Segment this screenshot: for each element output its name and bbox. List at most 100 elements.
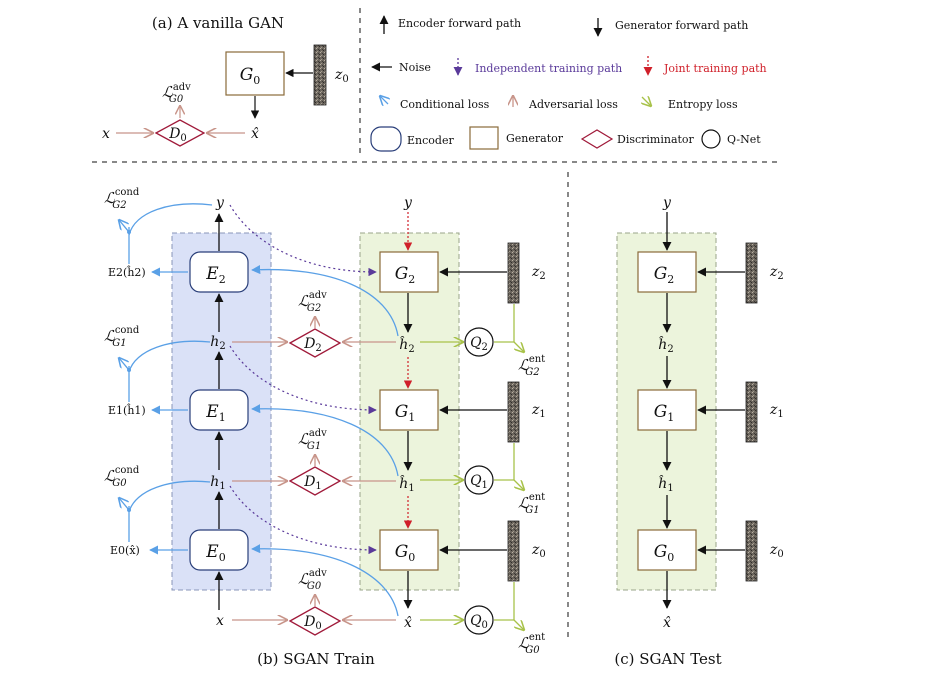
generator-g1-label: G1 [395, 402, 416, 424]
train-h1hat: ĥ1 [399, 474, 414, 494]
discriminator-d1 [288, 466, 342, 496]
train-h2hat: ĥ2 [399, 335, 414, 355]
cond-junction-2 [127, 230, 131, 234]
vanilla-title: (a) A vanilla GAN [152, 14, 284, 32]
conditional-paths [119, 203, 399, 617]
legend-encoder-icon [370, 126, 402, 152]
cond-junction-1 [127, 368, 131, 372]
train-z2: z2 [531, 264, 546, 282]
vanilla-x: x [102, 126, 110, 142]
encoder-e2 [189, 251, 249, 293]
discriminator-d1-label: D1 [303, 474, 322, 492]
entropy-branch-2 [494, 304, 524, 352]
vanilla-noise-bar [313, 44, 327, 106]
qnet-q1-label: Q1 [470, 473, 488, 491]
legend-joint: Joint training path [663, 62, 767, 75]
legend-generator-forward: Generator forward path [615, 19, 748, 32]
legend-encoder-forward: Encoder forward path [398, 17, 521, 30]
test-z2: z2 [769, 264, 784, 282]
adversarial-arrows [232, 317, 396, 620]
enc-output-e1: E1(ĥ1) [108, 403, 146, 417]
vanilla-d0-label: D0 [168, 126, 187, 144]
legend-discriminator: Discriminator [617, 133, 695, 146]
test-y: y [662, 195, 672, 211]
discriminator-d2-label: D2 [303, 336, 322, 354]
test-generator-g1 [637, 389, 697, 431]
train-xhat: x̂ [404, 615, 412, 631]
legend-conditional: Conditional loss [400, 98, 490, 111]
test-g1-label: G1 [654, 402, 675, 424]
test-h1hat: ĥ1 [658, 474, 673, 494]
entropy-branch-0 [494, 582, 524, 630]
legend-entropy-icon [642, 97, 651, 106]
panel-sgan-test: y G2 G1 G0 ĥ2 ĥ1 x̂ z2 z1 z0 (c) SGAN Te… [614, 195, 783, 668]
test-generator-g2 [637, 251, 697, 293]
train-y-top: y [403, 195, 413, 211]
test-noise-bar-z2 [745, 242, 758, 304]
qnet-q0-label: Q0 [470, 613, 488, 631]
generator-g1 [379, 389, 439, 431]
legend-generator-icon [469, 126, 499, 150]
vanilla-d0-diamond [154, 119, 206, 147]
vanilla-xhat: x̂ [251, 126, 259, 142]
noise-bar-z2 [507, 242, 520, 304]
test-z1: z1 [769, 402, 784, 420]
cond-junction-0 [127, 508, 131, 512]
test-noise-bar-z0 [745, 520, 758, 582]
legend-adversarial: Adversarial loss [528, 98, 618, 111]
train-y: y [215, 195, 225, 211]
train-h1: h1 [210, 474, 225, 492]
noise-bar-z0 [507, 520, 520, 582]
discriminator-d2 [288, 328, 342, 358]
discriminator-d0 [288, 606, 342, 636]
enc-output-e2: E2(ĥ2) [108, 265, 146, 279]
legend-discriminator-icon [580, 129, 614, 149]
test-generator-g0 [637, 529, 697, 571]
qnet-q2 [464, 327, 494, 357]
encoder-e1 [189, 389, 249, 431]
discriminator-d0-label: D0 [303, 614, 322, 632]
noise-bar-z1 [507, 381, 520, 443]
encoder-e0 [189, 529, 249, 571]
legend-entropy: Entropy loss [668, 98, 738, 111]
entropy-branch-1 [494, 443, 524, 490]
generator-g0-label: G0 [395, 542, 416, 564]
legend-generator: Generator [506, 132, 564, 145]
test-g2-label: G2 [654, 264, 675, 286]
qnet-q0 [464, 605, 494, 635]
enc-output-e0: E0(x̂) [110, 544, 140, 557]
qnet-q2-label: Q2 [470, 335, 488, 353]
vanilla-g0-label: G0 [240, 65, 261, 87]
encoder-e0-label: E0 [205, 542, 225, 564]
train-z1: z1 [531, 402, 546, 420]
test-xhat: x̂ [663, 615, 671, 631]
legend-encoder: Encoder [407, 134, 454, 147]
generator-g2-label: G2 [395, 264, 416, 286]
legend-qnet-icon [701, 129, 721, 149]
test-h2hat: ĥ2 [658, 335, 673, 355]
test-g0-label: G0 [654, 542, 675, 564]
vanilla-z0: z0 [334, 67, 349, 85]
legend-conditional-icon [380, 96, 388, 104]
generator-g0 [379, 529, 439, 571]
legend-independent: Independent training path [475, 62, 622, 75]
legend: Encoder forward path Generator forward p… [370, 15, 767, 152]
legend-qnet: Q-Net [727, 133, 761, 146]
test-z0: z0 [769, 542, 784, 560]
train-title: (b) SGAN Train [257, 650, 375, 668]
independent-paths [229, 204, 377, 555]
encoder-e1-label: E1 [205, 402, 225, 424]
qnet-q1 [464, 465, 494, 495]
legend-noise: Noise [399, 61, 431, 74]
generator-g2 [379, 251, 439, 293]
test-title: (c) SGAN Test [614, 650, 721, 668]
train-z0: z0 [531, 542, 546, 560]
